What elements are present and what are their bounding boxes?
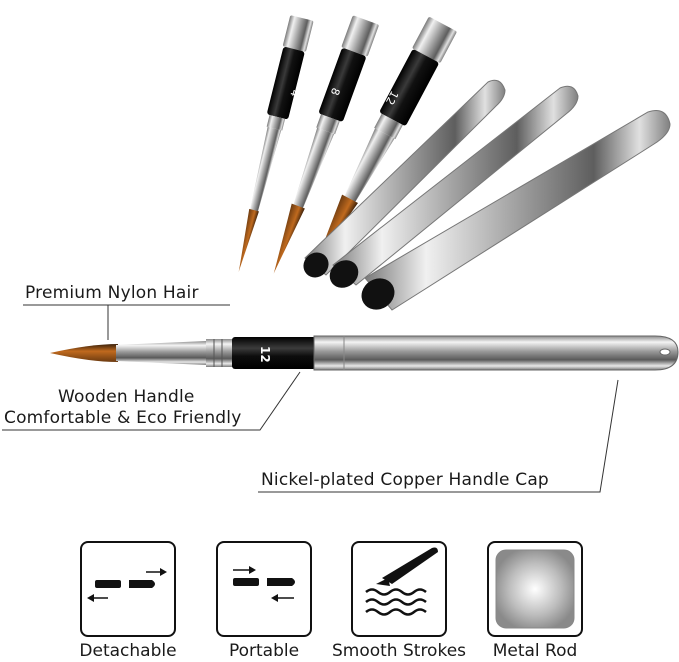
callout-handle-cap: Nickel-plated Copper Handle Cap <box>261 470 549 490</box>
assembled-brush <box>50 335 679 371</box>
brush-size-8 <box>273 15 379 274</box>
chrome-cap-2 <box>329 85 579 288</box>
callout-handle-line2: Comfortable & Eco Friendly <box>4 408 242 428</box>
brush-size-12-label: 12 <box>383 89 401 107</box>
callout-handle-line1: Wooden Handle <box>58 387 195 407</box>
feature-label-detachable: Detachable <box>79 641 177 661</box>
main-brush-size-label: 12 <box>258 346 272 363</box>
brush-size-4-label: 4 <box>287 88 301 98</box>
callout-lines <box>2 304 619 493</box>
brush-size-8-label: 8 <box>328 86 343 97</box>
portable-icon <box>216 541 312 637</box>
smooth-strokes-icon <box>351 541 447 637</box>
chrome-cap-1 <box>303 79 506 278</box>
brush-size-4 <box>238 15 314 273</box>
metal-rod-icon <box>487 541 583 637</box>
feature-label-smooth-strokes: Smooth Strokes <box>331 641 467 661</box>
feature-label-portable: Portable <box>228 641 300 661</box>
chrome-cap-3 <box>361 110 671 311</box>
detachable-icon <box>80 541 176 637</box>
callout-nylon-hair: Premium Nylon Hair <box>25 283 199 303</box>
feature-label-metal-rod: Metal Rod <box>492 641 578 661</box>
